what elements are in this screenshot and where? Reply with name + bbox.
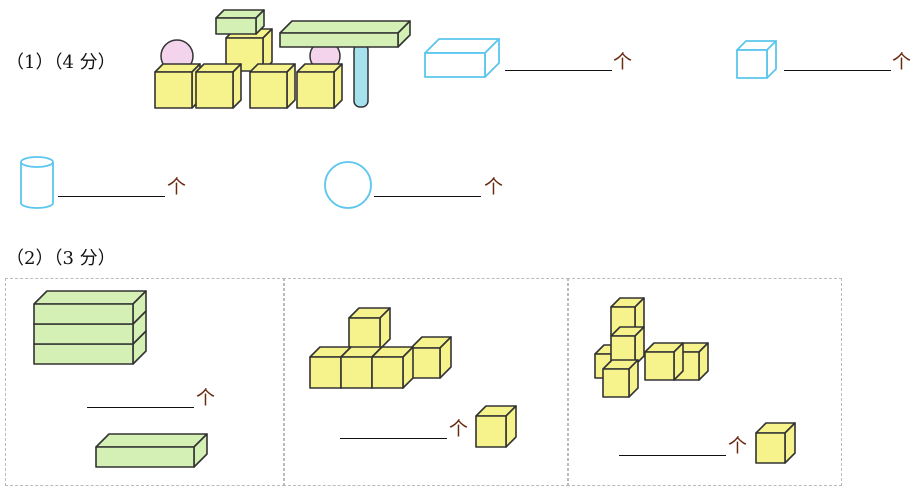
question-box-1: [5, 278, 285, 486]
sphere-outline-icon: [324, 161, 372, 209]
question-box-2: [283, 278, 569, 486]
answer-blank-q2-3[interactable]: [619, 455, 726, 456]
cuboid-outline-icon: [424, 38, 500, 78]
cuboid-shape: [95, 433, 208, 468]
unit-label: 个: [892, 51, 912, 73]
unit-label: 个: [728, 435, 748, 457]
answer-blank-q2-2[interactable]: [340, 438, 447, 439]
unit-label: 个: [449, 418, 469, 440]
cube-shape: [195, 63, 242, 109]
answer-blank-cylinder[interactable]: [58, 196, 165, 197]
unit-label: 个: [167, 176, 187, 198]
part1-label: （1）（4 分）: [6, 52, 116, 73]
cube-shape: [371, 346, 414, 389]
cylinder-outline-icon: [20, 156, 54, 168]
answer-blank-cube[interactable]: [784, 70, 891, 71]
cylinder-outline-icon: [20, 162, 54, 209]
answer-blank-cuboid[interactable]: [505, 70, 612, 71]
cube-shape: [348, 307, 391, 350]
cube-shape: [225, 28, 273, 72]
cube-shape: [154, 63, 201, 109]
cube-shape: [755, 422, 796, 464]
cube-shape: [296, 63, 343, 109]
cylinder-shape: [353, 43, 369, 108]
unit-label: 个: [613, 51, 633, 73]
cube-shape: [602, 359, 639, 398]
cuboid-shape: [279, 20, 411, 48]
answer-blank-q2-1[interactable]: [87, 407, 194, 408]
cuboid-shape: [215, 9, 265, 35]
question-box-3: [567, 278, 842, 486]
cube-shape: [475, 405, 517, 448]
cuboid-shape: [33, 290, 147, 325]
unit-label: 个: [484, 176, 504, 198]
unit-label: 个: [196, 387, 216, 409]
answer-blank-sphere[interactable]: [374, 196, 481, 197]
cube-shape: [249, 63, 296, 109]
cube-shape: [410, 336, 452, 379]
cube-shape: [610, 297, 645, 337]
cube-shape: [644, 342, 684, 381]
cube-outline-icon: [736, 40, 777, 79]
part2-label: （2）（3 分）: [6, 248, 116, 269]
